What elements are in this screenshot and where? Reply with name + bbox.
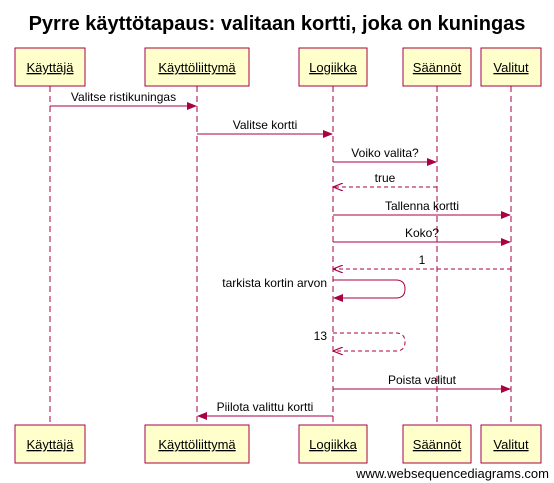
message-label: 13 [314, 329, 328, 343]
participant-selected-bottom[interactable]: Valitut [480, 424, 542, 464]
participant-user-top[interactable]: Käyttäjä [14, 47, 86, 87]
participant-label: Logiikka [309, 60, 357, 75]
participant-user-bottom[interactable]: Käyttäjä [14, 424, 86, 464]
participant-label: Käyttöliittymä [158, 437, 236, 452]
participant-label: Käyttäjä [27, 60, 75, 75]
participant-box [402, 424, 472, 464]
participant-rules-bottom[interactable]: Säännöt [402, 424, 472, 464]
message-label: true [375, 171, 396, 185]
participant-ui-top[interactable]: Käyttöliittymä [144, 47, 250, 87]
message-2: Valitse kortti [197, 118, 333, 138]
participant-box [14, 47, 86, 87]
participant-label: Käyttöliittymä [158, 60, 236, 75]
participant-box [480, 47, 542, 87]
message-1: Valitse ristikuningas [50, 90, 197, 110]
message-10: Poista valitut [333, 373, 511, 393]
message-7: 1 [334, 253, 511, 269]
message-arrow [333, 332, 406, 351]
participant-rules-top[interactable]: Säännöt [402, 47, 472, 87]
message-3: Voiko valita? [333, 146, 437, 166]
participant-selected-top[interactable]: Valitut [480, 47, 542, 87]
participant-box [298, 424, 368, 464]
participant-box [14, 424, 86, 464]
participant-logic-top[interactable]: Logiikka [298, 47, 368, 87]
participant-box [480, 424, 542, 464]
participant-label: Käyttäjä [27, 437, 75, 452]
message-11: Piilota valittu kortti [197, 400, 333, 420]
participant-box [298, 47, 368, 87]
message-label: Valitse ristikuningas [71, 90, 176, 104]
message-label: Poista valitut [388, 373, 457, 387]
message-label: Valitse kortti [233, 118, 297, 132]
message-label: Piilota valittu kortti [217, 400, 314, 414]
participant-box [402, 47, 472, 87]
lifelines [49, 86, 512, 425]
participant-label: Säännöt [413, 437, 462, 452]
participant-box [144, 424, 250, 464]
message-6: Koko? [333, 226, 511, 246]
message-label: tarkista kortin arvon [222, 276, 327, 290]
participant-label: Logiikka [309, 437, 357, 452]
message-label: Koko? [405, 226, 439, 240]
participants-bottom: Käyttäjä Käyttöliittymä Logiikka Säännöt Val… [14, 424, 542, 464]
message-label: Tallenna kortti [385, 199, 459, 213]
message-label: 1 [419, 253, 426, 267]
participants-top: Käyttäjä Käyttöliittymä Logiikka Säännöt Val… [14, 47, 542, 87]
message-label: Voiko valita? [351, 146, 419, 160]
participant-label: Valitut [493, 437, 529, 452]
message-arrow [333, 279, 406, 302]
message-5: Tallenna kortti [333, 199, 511, 219]
message-8: tarkista kortin arvon [222, 276, 406, 302]
diagram-title: Pyrre käyttötapaus: valitaan kortti, jok… [29, 13, 526, 35]
participant-ui-bottom[interactable]: Käyttöliittymä [144, 424, 250, 464]
participant-label: Valitut [493, 60, 529, 75]
message-9: 13 [314, 329, 406, 351]
message-4: true [334, 171, 437, 187]
participant-logic-bottom[interactable]: Logiikka [298, 424, 368, 464]
participant-label: Säännöt [413, 60, 462, 75]
participant-box [144, 47, 250, 87]
watermark[interactable]: www.websequencediagrams.com [355, 466, 549, 481]
